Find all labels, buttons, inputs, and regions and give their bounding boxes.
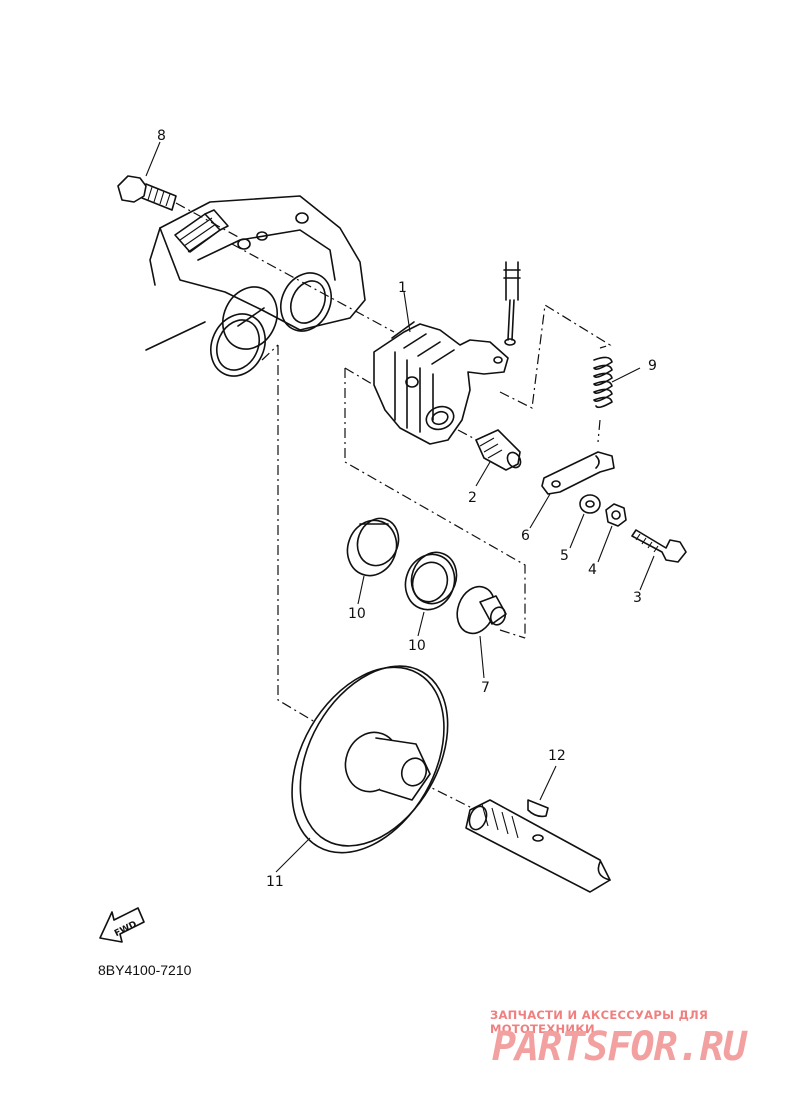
part-4-nut: [605, 503, 627, 527]
part-12-woodruff-key: [527, 799, 549, 818]
watermark-subtitle: ЗАПЧАСТИ И АКСЕССУАРЫ ДЛЯ МОТОТЕХНИКИ: [490, 1008, 709, 1036]
callout-9: 9: [648, 358, 657, 374]
callout-7: 7: [481, 680, 490, 696]
callout-11: 11: [266, 874, 284, 890]
callout-1: 1: [398, 280, 407, 296]
control-cable: [503, 261, 521, 346]
part-10-seal-b: [404, 551, 458, 611]
callout-3: 3: [633, 590, 642, 606]
callout-5: 5: [560, 548, 569, 564]
callout-8: 8: [157, 128, 166, 144]
callout-10a: 10: [348, 606, 366, 622]
callout-12: 12: [548, 748, 566, 764]
drawing-code: 8BY4100-7210: [98, 962, 192, 978]
o-ring: [210, 313, 266, 377]
callout-6: 6: [521, 528, 530, 544]
part-10-seal-a: [346, 517, 400, 577]
drive-shaft: [465, 799, 611, 893]
part-11-pulley: [291, 665, 449, 854]
part-9-spring: [593, 356, 613, 409]
fwd-arrow-icon: FWD: [99, 907, 145, 943]
watermark-logo: PARTSFOR.RU: [492, 1024, 747, 1070]
part-8-bolt: [117, 175, 241, 239]
callout-10b: 10: [408, 638, 426, 654]
engine-case: [145, 195, 366, 351]
part-6-lever: [541, 451, 615, 495]
part-1-bracket: [373, 321, 509, 445]
part-3-bolt: [631, 529, 687, 563]
part-7-boss: [456, 585, 507, 635]
callout-2: 2: [468, 490, 477, 506]
callout-4: 4: [588, 562, 597, 578]
construction-lines: [231, 243, 612, 813]
callout-labels: 8 1 9 2 6 5 4 3 10 10 7 12 11: [157, 128, 657, 890]
leader-lines: [145, 141, 655, 873]
part-2-adjuster: [475, 429, 522, 471]
part-5-washer: [579, 494, 601, 514]
